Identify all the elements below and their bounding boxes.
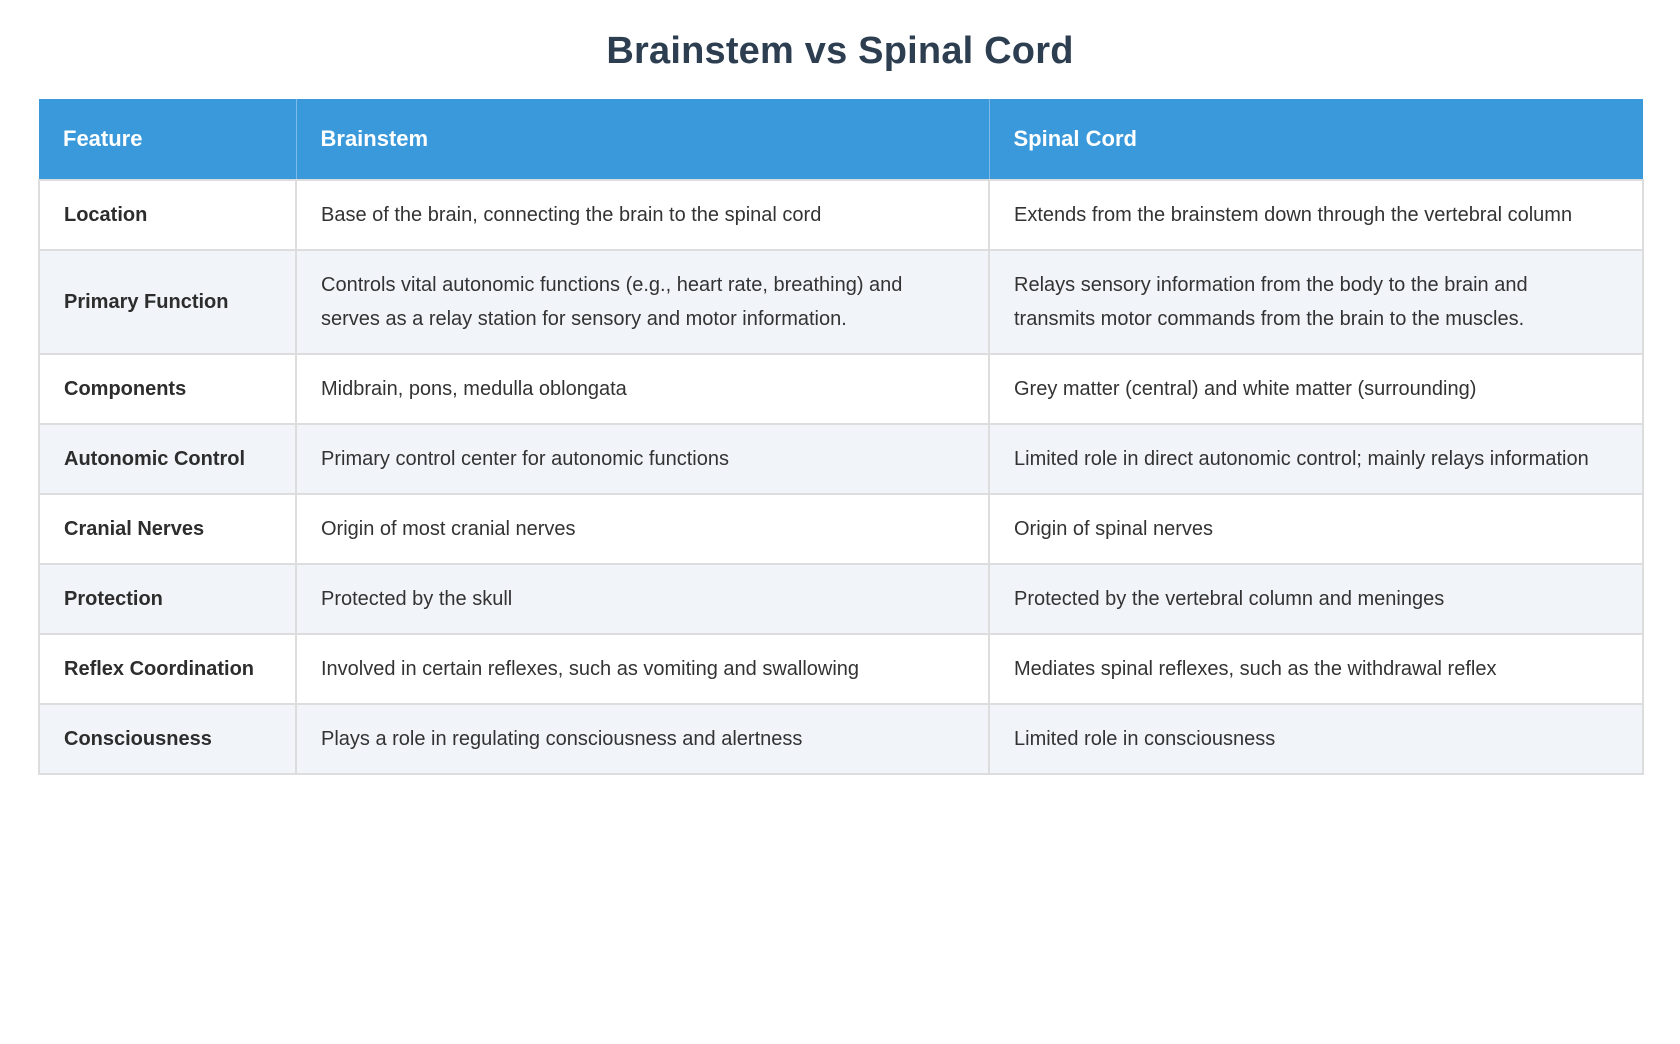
table-header-row: Feature Brainstem Spinal Cord	[39, 99, 1643, 180]
header-brainstem: Brainstem	[296, 99, 990, 180]
table-row-autonomic-control: Autonomic Control Primary control center…	[38, 423, 1644, 495]
brainstem-cell: Plays a role in regulating consciousness…	[295, 703, 990, 775]
spinal-cord-cell: Origin of spinal nerves	[988, 493, 1644, 565]
feature-cell: Autonomic Control	[38, 423, 297, 495]
brainstem-cell: Primary control center for autonomic fun…	[295, 423, 990, 495]
spinal-cord-cell: Limited role in direct autonomic control…	[988, 423, 1644, 495]
spinal-cord-cell: Extends from the brainstem down through …	[988, 179, 1644, 251]
table-row-components: Components Midbrain, pons, medulla oblon…	[38, 353, 1644, 425]
brainstem-cell: Controls vital autonomic functions (e.g.…	[295, 249, 990, 355]
feature-cell: Cranial Nerves	[38, 493, 297, 565]
spinal-cord-cell: Protected by the vertebral column and me…	[988, 563, 1644, 635]
comparison-table: Feature Brainstem Spinal Cord Location B…	[38, 99, 1644, 775]
feature-cell: Reflex Coordination	[38, 633, 297, 705]
spinal-cord-cell: Grey matter (central) and white matter (…	[988, 353, 1644, 425]
table-row-protection: Protection Protected by the skull Protec…	[38, 563, 1644, 635]
table-row-cranial-nerves: Cranial Nerves Origin of most cranial ne…	[38, 493, 1644, 565]
feature-cell: Components	[38, 353, 297, 425]
table-row-location: Location Base of the brain, connecting t…	[38, 179, 1644, 251]
spinal-cord-cell: Mediates spinal reflexes, such as the wi…	[988, 633, 1644, 705]
brainstem-cell: Base of the brain, connecting the brain …	[295, 179, 990, 251]
table-row-primary-function: Primary Function Controls vital autonomi…	[38, 249, 1644, 355]
feature-cell: Location	[38, 179, 297, 251]
brainstem-cell: Origin of most cranial nerves	[295, 493, 990, 565]
header-feature: Feature	[39, 99, 297, 180]
feature-cell: Primary Function	[38, 249, 297, 355]
header-spinal-cord: Spinal Cord	[989, 99, 1643, 180]
brainstem-cell: Involved in certain reflexes, such as vo…	[295, 633, 990, 705]
brainstem-cell: Protected by the skull	[295, 563, 990, 635]
feature-cell: Protection	[38, 563, 297, 635]
table-row-consciousness: Consciousness Plays a role in regulating…	[38, 703, 1644, 775]
brainstem-cell: Midbrain, pons, medulla oblongata	[295, 353, 990, 425]
table-row-reflex-coordination: Reflex Coordination Involved in certain …	[38, 633, 1644, 705]
feature-cell: Consciousness	[38, 703, 297, 775]
spinal-cord-cell: Relays sensory information from the body…	[988, 249, 1644, 355]
spinal-cord-cell: Limited role in consciousness	[988, 703, 1644, 775]
page-title: Brainstem vs Spinal Cord	[606, 30, 1074, 72]
